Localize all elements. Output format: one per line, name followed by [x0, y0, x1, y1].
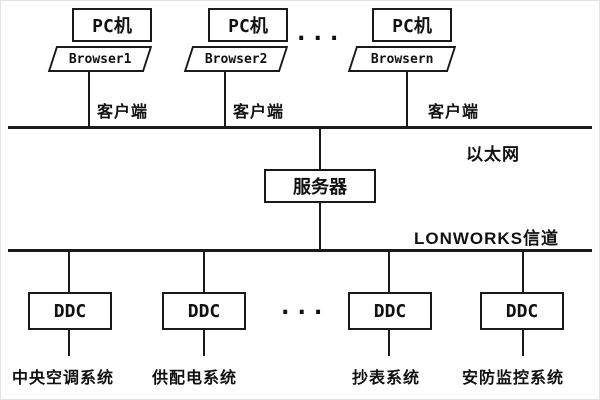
ellipsis-top: ··· [294, 24, 344, 52]
ddc-label-2: DDC [187, 300, 221, 322]
ddc-box-4: DDC [480, 292, 564, 330]
connector-ethernet-server [319, 129, 321, 169]
pc-box-2: PC机 [208, 8, 288, 42]
lonworks-label: LONWORKS信道 [414, 229, 560, 248]
system-label-2: 供配电系统 [152, 370, 238, 387]
pc-label-3: PC机 [392, 16, 432, 37]
system-label-3: 抄表系统 [352, 370, 421, 387]
connector-lonworks-ddc2 [203, 252, 205, 292]
pc-label-1: PC机 [92, 16, 132, 37]
connector-pc1-ethernet [88, 72, 90, 128]
connector-lonworks-ddc1 [68, 252, 70, 292]
connector-ddc2-system [203, 330, 205, 356]
pc-box-3: PC机 [372, 8, 452, 42]
ddc-box-2: DDC [162, 292, 246, 330]
connector-lonworks-ddc3 [388, 252, 390, 292]
ethernet-label: 以太网 [466, 145, 520, 164]
connector-lonworks-ddc4 [522, 252, 524, 292]
connector-server-lonworks [319, 203, 321, 249]
browser-label-1: Browser1 [68, 51, 132, 67]
server-label: 服务器 [293, 177, 347, 197]
ddc-box-3: DDC [348, 292, 432, 330]
client-label-3: 客户端 [428, 104, 480, 121]
connector-pc3-ethernet [406, 72, 408, 128]
ddc-label-1: DDC [53, 300, 87, 322]
client-label-2: 客户端 [233, 104, 285, 121]
server-box: 服务器 [264, 169, 376, 203]
ellipsis-bottom: ··· [278, 298, 328, 326]
browser-parallelogram-1: Browser1 [47, 46, 153, 72]
browser-label-2: Browser2 [204, 51, 268, 67]
pc-label-2: PC机 [228, 16, 268, 37]
browser-label-3: Browsern [370, 51, 434, 67]
browser-parallelogram-3: Browsern [347, 46, 457, 72]
client-label-1: 客户端 [97, 104, 149, 121]
ddc-box-1: DDC [28, 292, 112, 330]
pc-box-1: PC机 [72, 8, 152, 42]
connector-ddc4-system [522, 330, 524, 356]
lonworks-bus-line [8, 249, 592, 252]
connector-ddc1-system [68, 330, 70, 356]
connector-pc2-ethernet [224, 72, 226, 128]
ddc-label-4: DDC [505, 300, 539, 322]
browser-parallelogram-2: Browser2 [183, 46, 289, 72]
ethernet-bus-line [8, 126, 592, 129]
connector-ddc3-system [388, 330, 390, 356]
ddc-label-3: DDC [373, 300, 407, 322]
system-label-1: 中央空调系统 [12, 370, 115, 387]
system-label-4: 安防监控系统 [462, 370, 565, 387]
